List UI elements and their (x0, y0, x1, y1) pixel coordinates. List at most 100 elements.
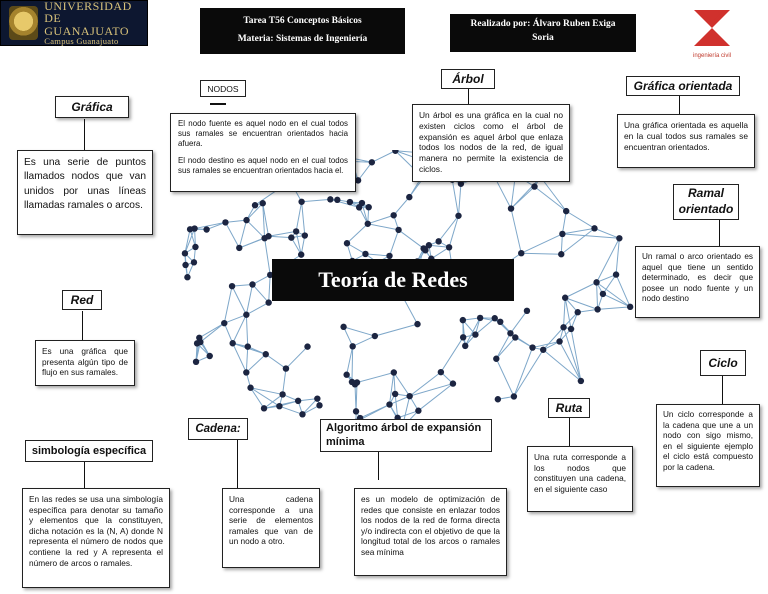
concept-text-simbologia: En las redes se usa una simbología espec… (22, 488, 170, 588)
network-edge (367, 214, 394, 225)
network-node (266, 271, 274, 279)
network-node (294, 397, 302, 405)
network-edge (346, 223, 369, 244)
network-node (243, 216, 250, 224)
network-edge (393, 372, 396, 395)
author-line-1: Realizado por: Álvaro Ruben Exiga (470, 19, 616, 29)
network-node (558, 251, 565, 258)
network-node (355, 204, 363, 211)
network-node (265, 299, 272, 306)
network-node (594, 306, 601, 313)
network-node (556, 338, 563, 345)
network-node (563, 207, 570, 215)
network-edge (393, 372, 411, 397)
university-campus: Campus Guanajuato (44, 36, 119, 47)
concept-text-arbol: Un árbol es una gráfica en la cual no ex… (412, 104, 570, 182)
network-node (395, 226, 402, 234)
network-edge (365, 253, 390, 257)
network-edge (563, 327, 582, 382)
network-edge (398, 229, 424, 249)
concept-title-cadena: Cadena: (188, 418, 248, 440)
network-edge (495, 333, 511, 359)
network-edge (238, 219, 248, 249)
network-edge (559, 341, 582, 382)
network-node (529, 344, 536, 351)
network-node (352, 408, 360, 415)
network-node (222, 219, 229, 226)
concept-title-ciclo: Ciclo (700, 350, 746, 376)
network-edge (262, 203, 266, 239)
network-node (435, 238, 442, 245)
network-node (507, 330, 514, 337)
network-edge (438, 215, 459, 242)
concept-text-grafica-orientada: Una gráfica orientada es aquella en la c… (617, 114, 755, 168)
network-node (314, 395, 321, 402)
network-node (493, 355, 500, 362)
network-node (414, 320, 421, 328)
network-edge (352, 335, 376, 347)
network-edge (534, 186, 567, 212)
network-edge (300, 235, 306, 255)
network-edge (615, 238, 620, 275)
network-node (365, 203, 372, 211)
network-node (249, 281, 256, 288)
network-node (406, 193, 413, 201)
network-edge (597, 306, 631, 310)
network-edge (374, 323, 418, 337)
network-edge (560, 227, 595, 255)
network-edge (252, 284, 270, 303)
network-edge (389, 395, 410, 405)
network-edge (245, 353, 267, 373)
network-edge (564, 297, 572, 330)
network-edge (570, 328, 582, 382)
concept-title-grafica: Gráfica (55, 96, 129, 118)
network-node (340, 323, 347, 331)
network-edge (561, 211, 567, 235)
network-node (304, 343, 311, 350)
network-node (243, 311, 250, 318)
network-edge (510, 208, 522, 254)
network-edge (351, 346, 354, 382)
network-edge (448, 215, 459, 248)
network-node (182, 261, 189, 269)
network-edge (521, 233, 563, 254)
network-edge (409, 371, 442, 397)
network-node (368, 159, 376, 166)
network-node (531, 183, 538, 190)
nodos-text-1: El nodo fuente es aquel nodo en el cual … (178, 119, 348, 149)
network-edge (394, 393, 399, 418)
concept-text-ruta: Una ruta corresponde a los nodos que con… (527, 446, 633, 512)
network-edge (232, 283, 253, 287)
network-edge (440, 337, 464, 373)
network-node (420, 245, 427, 252)
network-node (346, 198, 354, 206)
network-edge (563, 311, 579, 328)
network-node (298, 251, 305, 258)
network-node (390, 369, 398, 376)
network-edge (560, 233, 563, 255)
network-edge (510, 186, 535, 209)
network-edge (346, 346, 354, 375)
network-node (591, 225, 598, 232)
network-node (612, 271, 620, 278)
network-edge (389, 229, 400, 257)
network-edge (268, 230, 297, 237)
network-edge (264, 238, 271, 275)
network-node (259, 200, 266, 207)
network-node (540, 346, 547, 353)
main-title: Teoría de Redes (272, 259, 514, 301)
network-node (206, 352, 213, 360)
network-node (593, 279, 600, 286)
network-edge (265, 353, 287, 369)
network-edge (367, 223, 399, 231)
network-edge (564, 281, 597, 299)
network-edge (457, 183, 462, 216)
network-edge (194, 221, 226, 230)
network-edge (225, 219, 247, 223)
network-edge (594, 227, 620, 239)
network-edge (371, 150, 396, 163)
concept-text-ramal-orientado: Un ramal o arco orientado es aquel que t… (635, 246, 760, 318)
network-edge (464, 317, 481, 347)
network-node (288, 234, 295, 241)
network-edge (262, 203, 270, 237)
